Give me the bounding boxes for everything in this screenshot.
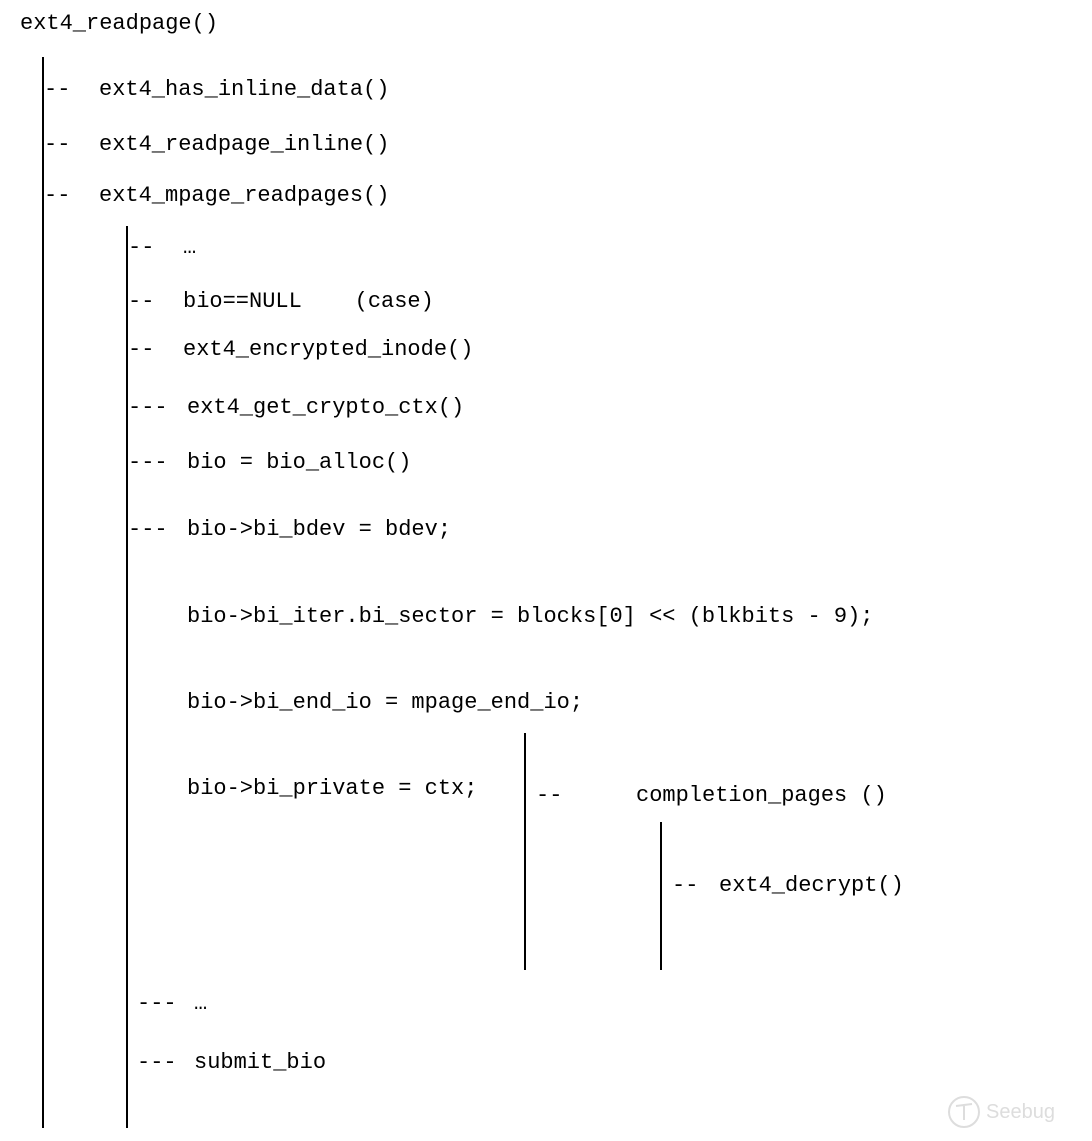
- connector: ---: [128, 395, 168, 420]
- call-ext4-decrypt: ext4_decrypt(): [719, 873, 904, 898]
- ellipsis: …: [194, 991, 208, 1016]
- tree-line-level2: [126, 226, 128, 1128]
- seebug-watermark: Seebug: [946, 1094, 1055, 1130]
- call-ext4-readpage-inline: ext4_readpage_inline(): [99, 132, 390, 157]
- connector: ---: [137, 991, 177, 1016]
- connector: --: [128, 289, 155, 314]
- bio-sector-assign: bio->bi_iter.bi_sector = blocks[0] << (b…: [187, 604, 874, 629]
- bio-end-io-assign: bio->bi_end_io = mpage_end_io;: [187, 690, 584, 715]
- bio-alloc: bio = bio_alloc(): [187, 450, 412, 475]
- connector: ---: [137, 1050, 177, 1075]
- bio-private-assign: bio->bi_private = ctx;: [187, 776, 478, 801]
- watermark-text: Seebug: [986, 1100, 1055, 1123]
- connector: --: [44, 77, 71, 102]
- connector: ---: [128, 450, 168, 475]
- connector: --: [128, 235, 155, 260]
- connector: --: [672, 873, 699, 898]
- ellipsis: …: [183, 235, 197, 260]
- connector: --: [44, 183, 71, 208]
- call-ext4-encrypted-inode: ext4_encrypted_inode(): [183, 337, 474, 362]
- call-submit-bio: submit_bio: [194, 1050, 327, 1075]
- call-ext4-has-inline-data: ext4_has_inline_data(): [99, 77, 390, 102]
- bio-bdev-assign: bio->bi_bdev = bdev;: [187, 517, 452, 542]
- root-function: ext4_readpage(): [20, 11, 219, 36]
- tree-line-level1: [42, 57, 44, 1128]
- bio-null-case: bio==NULL (case): [183, 289, 434, 314]
- connector: --: [536, 783, 563, 808]
- call-completion-pages: completion_pages (): [636, 783, 887, 808]
- connector: --: [128, 337, 155, 362]
- tree-line-level4: [660, 822, 662, 970]
- call-ext4-get-crypto-ctx: ext4_get_crypto_ctx(): [187, 395, 465, 420]
- connector: --: [44, 132, 71, 157]
- tree-line-level3: [524, 733, 526, 970]
- seebug-logo-icon: [948, 1096, 980, 1128]
- connector: ---: [128, 517, 168, 542]
- call-ext4-mpage-readpages: ext4_mpage_readpages(): [99, 183, 390, 208]
